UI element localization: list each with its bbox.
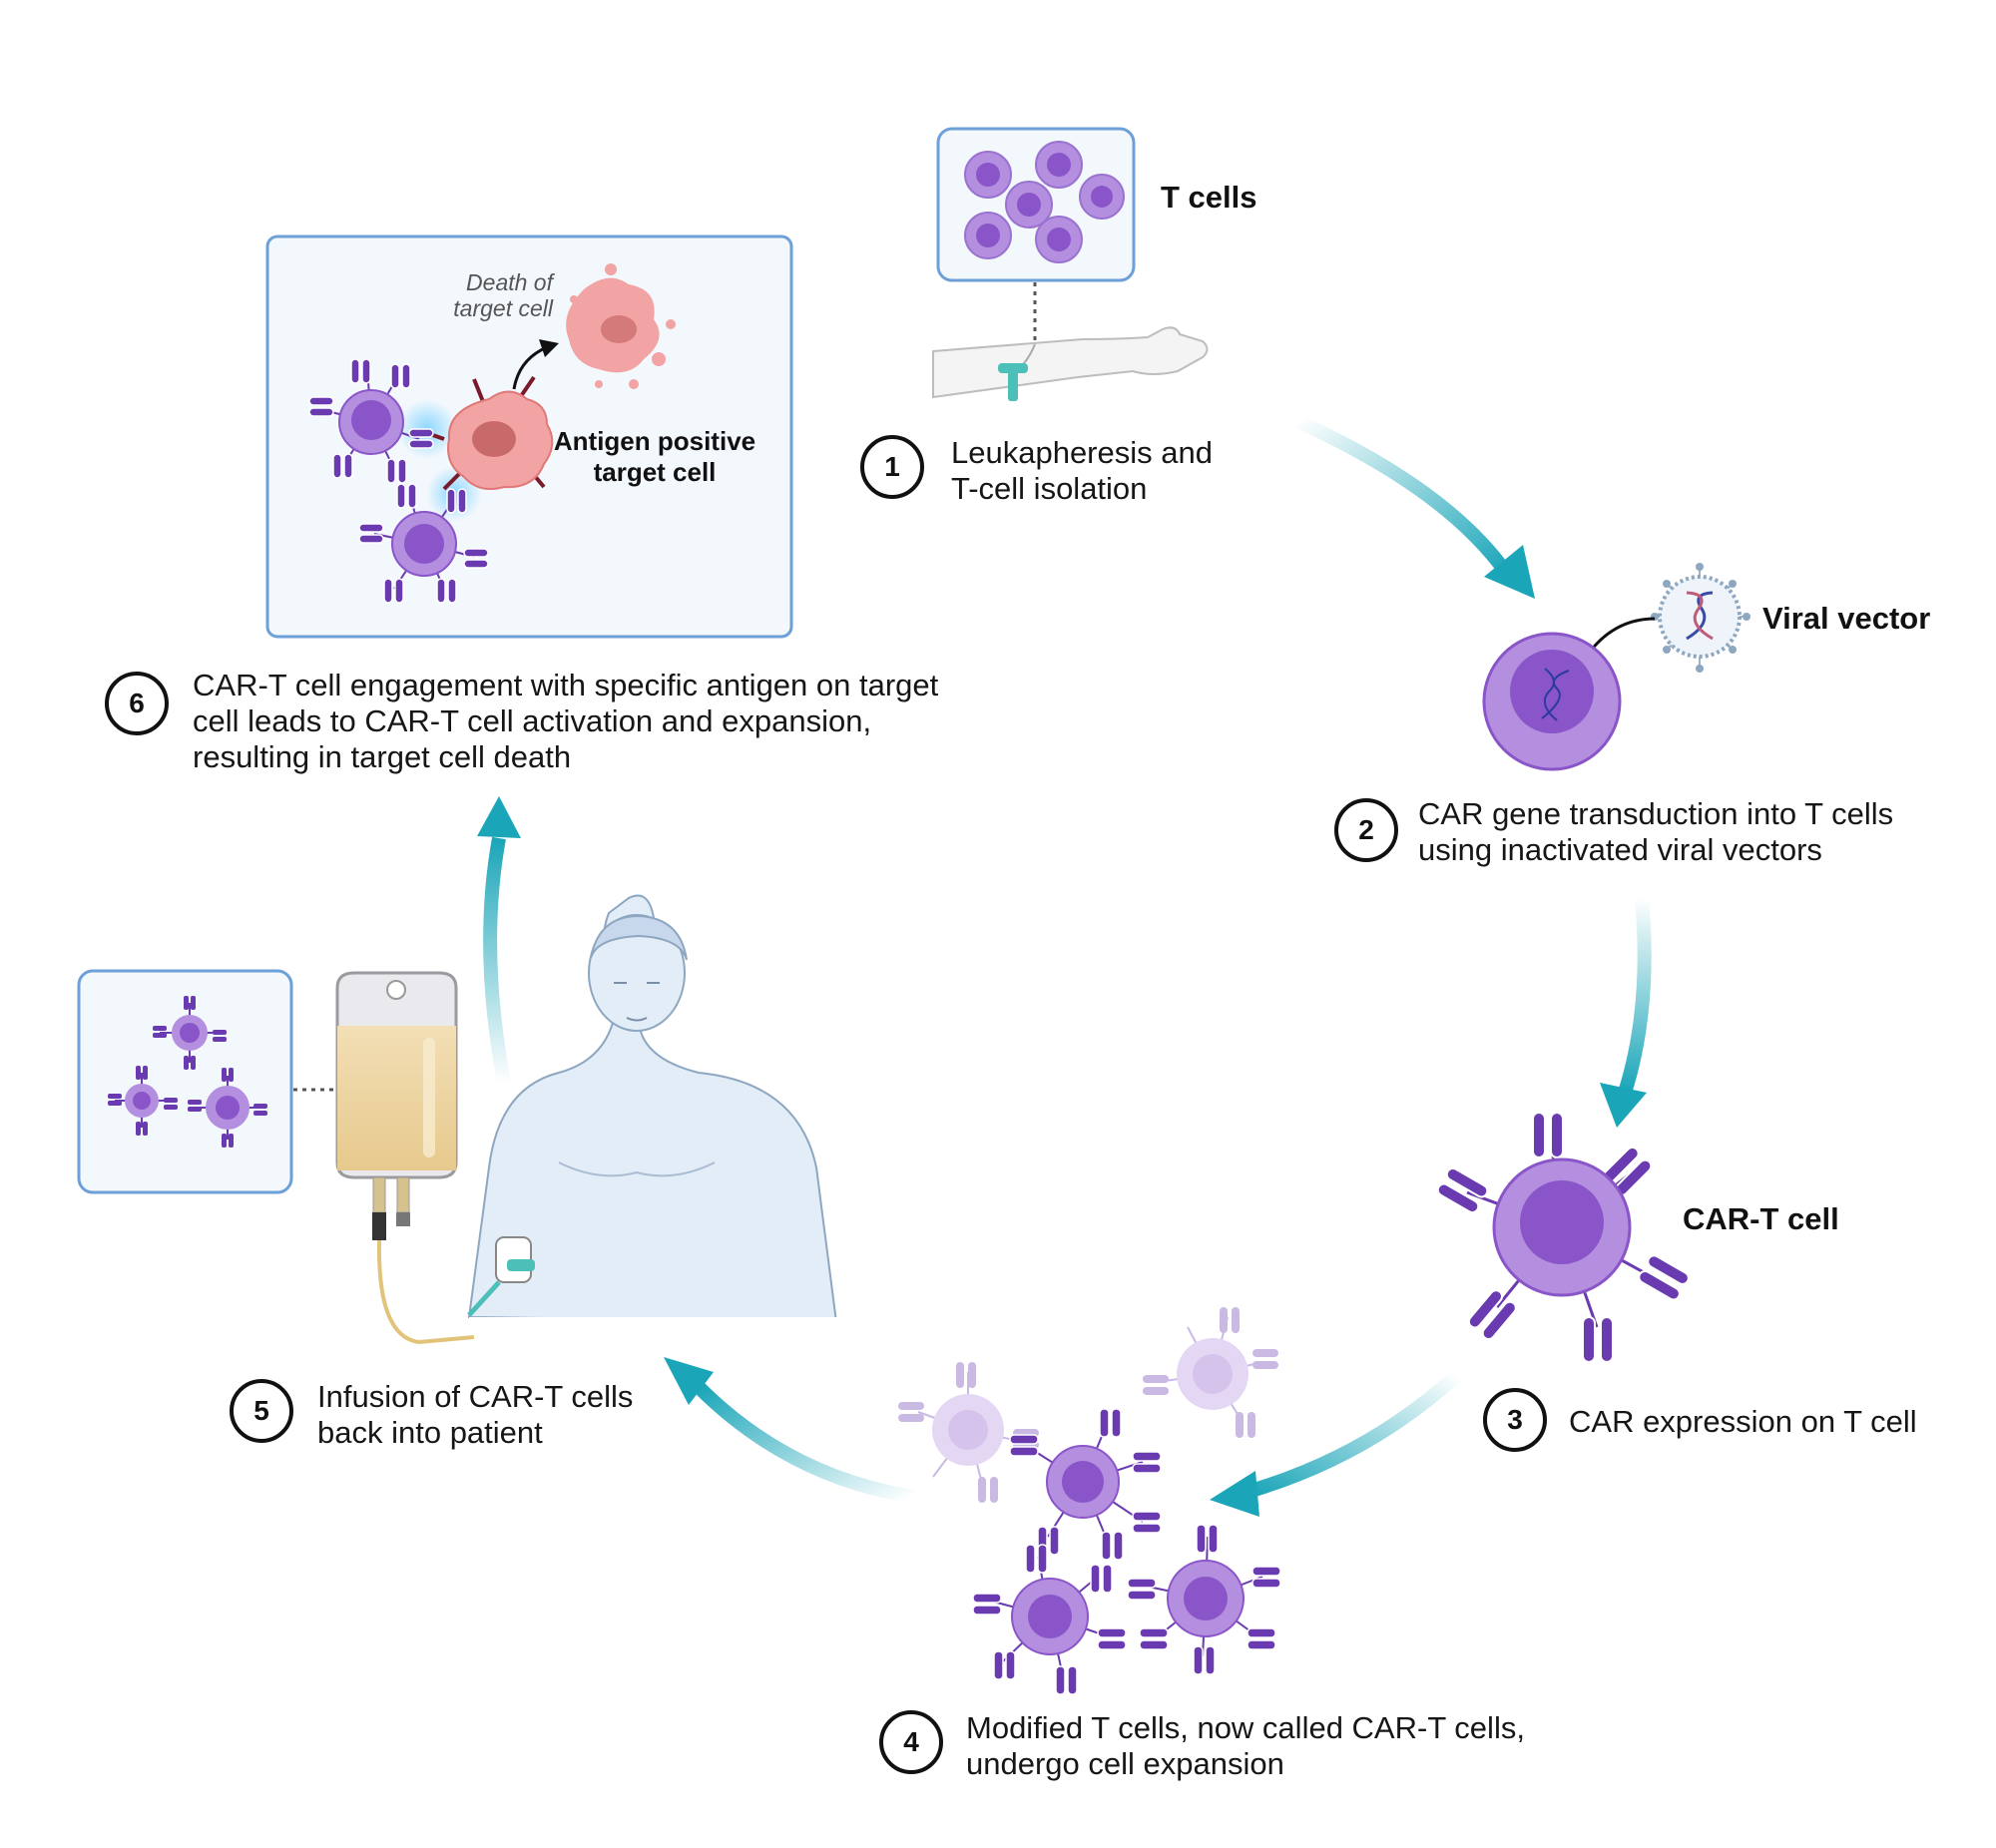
car-t-cell-label: CAR-T cell (1683, 1201, 1839, 1236)
step-1-number: 1 (860, 435, 924, 499)
arrow-step1-to-2 (1294, 414, 1535, 599)
step-2-number: 2 (1334, 798, 1398, 862)
arrow-step3-to-4 (1210, 1369, 1462, 1517)
transduced-t-cell (1482, 632, 1622, 771)
step-3-text: CAR expression on T cell (1569, 1404, 1917, 1439)
step-5-number: 5 (230, 1379, 293, 1443)
faded-cell (898, 1362, 1039, 1503)
step-3-number: 3 (1483, 1388, 1547, 1452)
step-2-text: CAR gene transduction into T cells using… (1418, 796, 1894, 867)
iv-bag (335, 971, 475, 1345)
patient-figure (467, 894, 838, 1327)
car-t-cell-engaged (358, 483, 489, 604)
car-t-cells-box (77, 969, 293, 1194)
arrow-step2-to-3 (1600, 897, 1652, 1128)
step-6-text: CAR-T cell engagement with specific anti… (193, 668, 939, 774)
antigen-target-label: Antigen positive target cell (553, 426, 756, 487)
target-cell (423, 375, 554, 491)
car-t-cell-engaged (308, 358, 434, 484)
death-target-label: Death of target cell (453, 269, 553, 321)
step-4-text: Modified T cells, now called CAR-T cells… (966, 1710, 1525, 1781)
step-4-number: 4 (879, 1710, 943, 1774)
arrow-step5-to-6 (477, 796, 521, 1085)
t-cells-box (936, 127, 1136, 282)
car-t-cell-large (1436, 1112, 1690, 1363)
arm-illustration (932, 326, 1209, 401)
engagement-box (265, 234, 793, 639)
dying-target-cell (566, 263, 676, 389)
t-cells-label: T cells (1161, 180, 1257, 215)
step-6-number: 6 (105, 672, 169, 735)
viral-vector-icon (1651, 563, 1750, 673)
viral-vector-label: Viral vector (1762, 601, 1931, 636)
arrow-step4-to-5 (664, 1357, 915, 1504)
step-1-text: Leukapheresis and T-cell isolation (951, 435, 1213, 506)
faded-cell (1143, 1307, 1278, 1438)
car-t-cell-small (972, 1544, 1127, 1695)
car-t-cell-small (1127, 1524, 1281, 1675)
step-5-text: Infusion of CAR-T cells back into patien… (317, 1379, 634, 1450)
expanding-cells (898, 1307, 1281, 1695)
